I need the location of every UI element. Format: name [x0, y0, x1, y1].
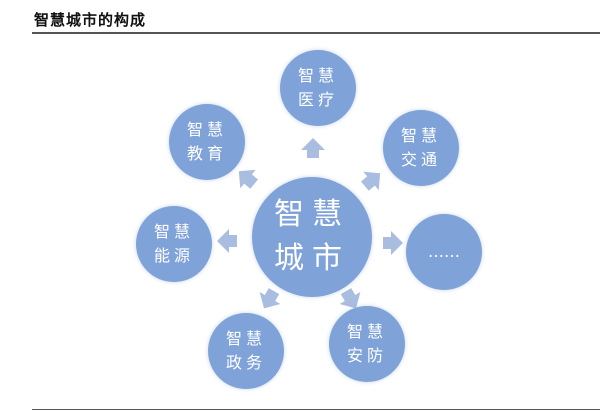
node-line2: 安防	[346, 346, 387, 365]
node-line2: 政务	[225, 353, 266, 372]
node-line1: 智慧	[153, 222, 194, 241]
center-line1: 智慧	[274, 197, 350, 232]
node-line1: ……	[428, 242, 460, 261]
arrow-upper-left-icon	[238, 169, 258, 189]
node-line1: 智慧	[186, 120, 227, 139]
bottom-divider	[32, 409, 600, 410]
arrow-right-icon	[383, 231, 403, 255]
node-line1: 智慧	[346, 322, 387, 341]
center-line2: 城市	[274, 241, 350, 276]
arrow-lower-left-icon	[259, 288, 281, 309]
node-line1: 智慧	[297, 66, 338, 85]
node-line1: 智慧	[225, 329, 266, 348]
node-energy: 智慧能源	[136, 206, 212, 282]
node-medical: 智慧医疗	[280, 50, 356, 126]
node-line2: 能源	[153, 246, 194, 265]
node-education: 智慧教育	[169, 104, 245, 180]
node-government: 智慧政务	[208, 313, 284, 389]
figure-title: 智慧城市的构成	[34, 11, 147, 29]
center-node: 智慧城市	[252, 177, 372, 297]
node-line2: 交通	[400, 150, 441, 169]
node-more: ……	[406, 214, 482, 290]
arrow-left-icon	[217, 229, 237, 253]
node-line2: 教育	[186, 144, 227, 163]
arrow-upper-right-icon	[361, 171, 381, 191]
node-security: 智慧安防	[329, 306, 405, 382]
top-divider	[32, 32, 600, 34]
node-transport: 智慧交通	[383, 110, 459, 186]
node-line1: 智慧	[400, 126, 441, 145]
arrow-up-icon	[301, 138, 325, 158]
arrow-lower-right-icon	[339, 288, 361, 309]
node-line2: 医疗	[297, 90, 338, 109]
